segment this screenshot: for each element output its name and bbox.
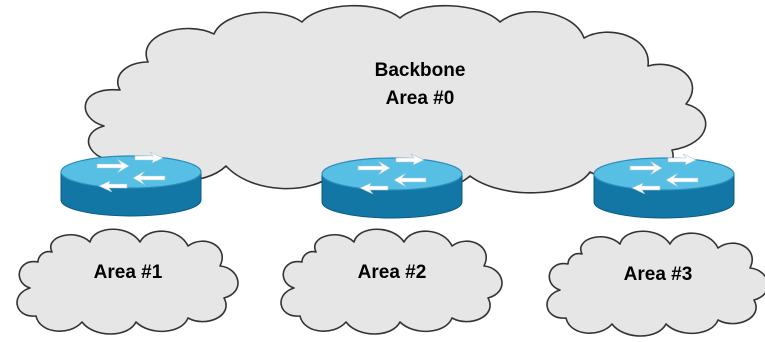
backbone-subtitle: Area #0 (386, 88, 455, 109)
area-3-label: Area #3 (624, 264, 693, 285)
router-icon (593, 153, 735, 219)
backbone-cloud: Backbone Area #0 (84, 4, 707, 196)
router-icon (60, 151, 202, 217)
area-3-cloud: Area #3 (546, 230, 765, 337)
area-1-label: Area #1 (94, 262, 163, 283)
router-icon (321, 153, 463, 219)
area-2-cloud: Area #2 (280, 228, 503, 335)
area-1-cloud: Area #1 (16, 228, 239, 335)
backbone-title: Backbone (375, 60, 466, 81)
area-2-label: Area #2 (358, 262, 427, 283)
